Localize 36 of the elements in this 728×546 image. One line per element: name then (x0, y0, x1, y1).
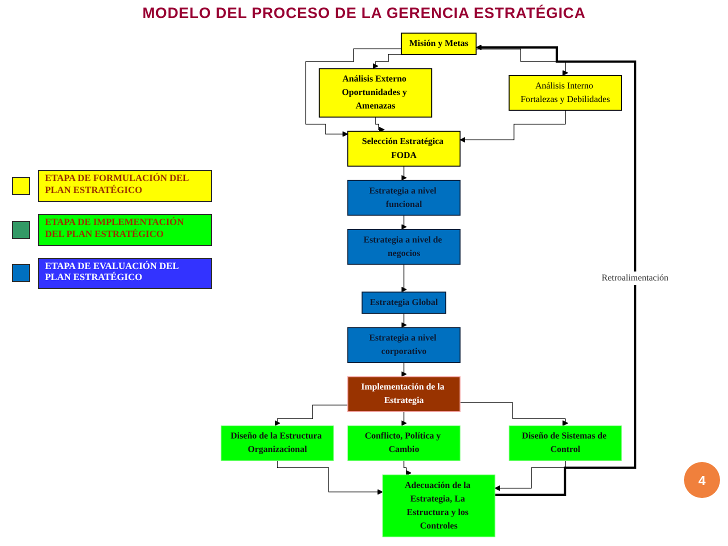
legend-label: ETAPA DE IMPLEMENTACIÓN DEL PLAN ESTRATÉGICO (38, 214, 212, 246)
arrow (277, 460, 384, 495)
legend-label: ETAPA DE FORMULACIÓN DEL PLAN ESTRATÉGICO (38, 170, 212, 202)
edge-label: Retroalimentación (602, 273, 669, 284)
arrow (401, 362, 407, 377)
arrow (404, 460, 412, 476)
node-box: Estrategia a nivel corporativo (347, 327, 461, 363)
legend-label: ETAPA DE EVALUACIÓN DEL PLAN ESTRATÉGICO (38, 258, 212, 290)
node-box: Estrategia Global (362, 292, 446, 314)
node-box: Conflicto, Política y Cambio (348, 425, 461, 461)
node-box: Misión y Metas (401, 32, 477, 55)
arrow (274, 404, 348, 426)
node-box: Análisis Externo Oportunidades y Amenazas (319, 68, 432, 118)
arrow (460, 110, 566, 143)
node-box: Adecuación de la Estrategia, La Estructura y los Controles (382, 474, 496, 538)
arrow (476, 48, 568, 76)
slide-number: 4 (684, 462, 720, 498)
arrow (401, 166, 407, 181)
node-box: Diseño de la Estructura Organizacional (221, 425, 334, 461)
arrow (401, 411, 407, 426)
arrow (372, 54, 402, 69)
arrow (306, 48, 402, 137)
arrow (494, 460, 566, 492)
arrow (460, 402, 568, 426)
diagram-title: MODELO DEL PROCESO DE LA GERENCIA ESTRATÉGICA (141, 5, 587, 22)
arrow (401, 264, 407, 292)
node-box: Estrategia a nivel funcional (347, 180, 461, 216)
arrow (476, 44, 636, 496)
node-box: Estrategia a nivel de negocios (347, 228, 461, 265)
node-box: Diseño de Sistemas de Control (509, 425, 622, 461)
arrow (401, 214, 407, 230)
arrow (375, 116, 385, 132)
node-box: Implementación de la Estrategia (347, 376, 461, 412)
node-box: Selección Estratégica FODA (347, 130, 461, 167)
node-box: Análisis Interno Fortalezas y Debilidades (508, 74, 622, 111)
arrow (401, 313, 407, 328)
